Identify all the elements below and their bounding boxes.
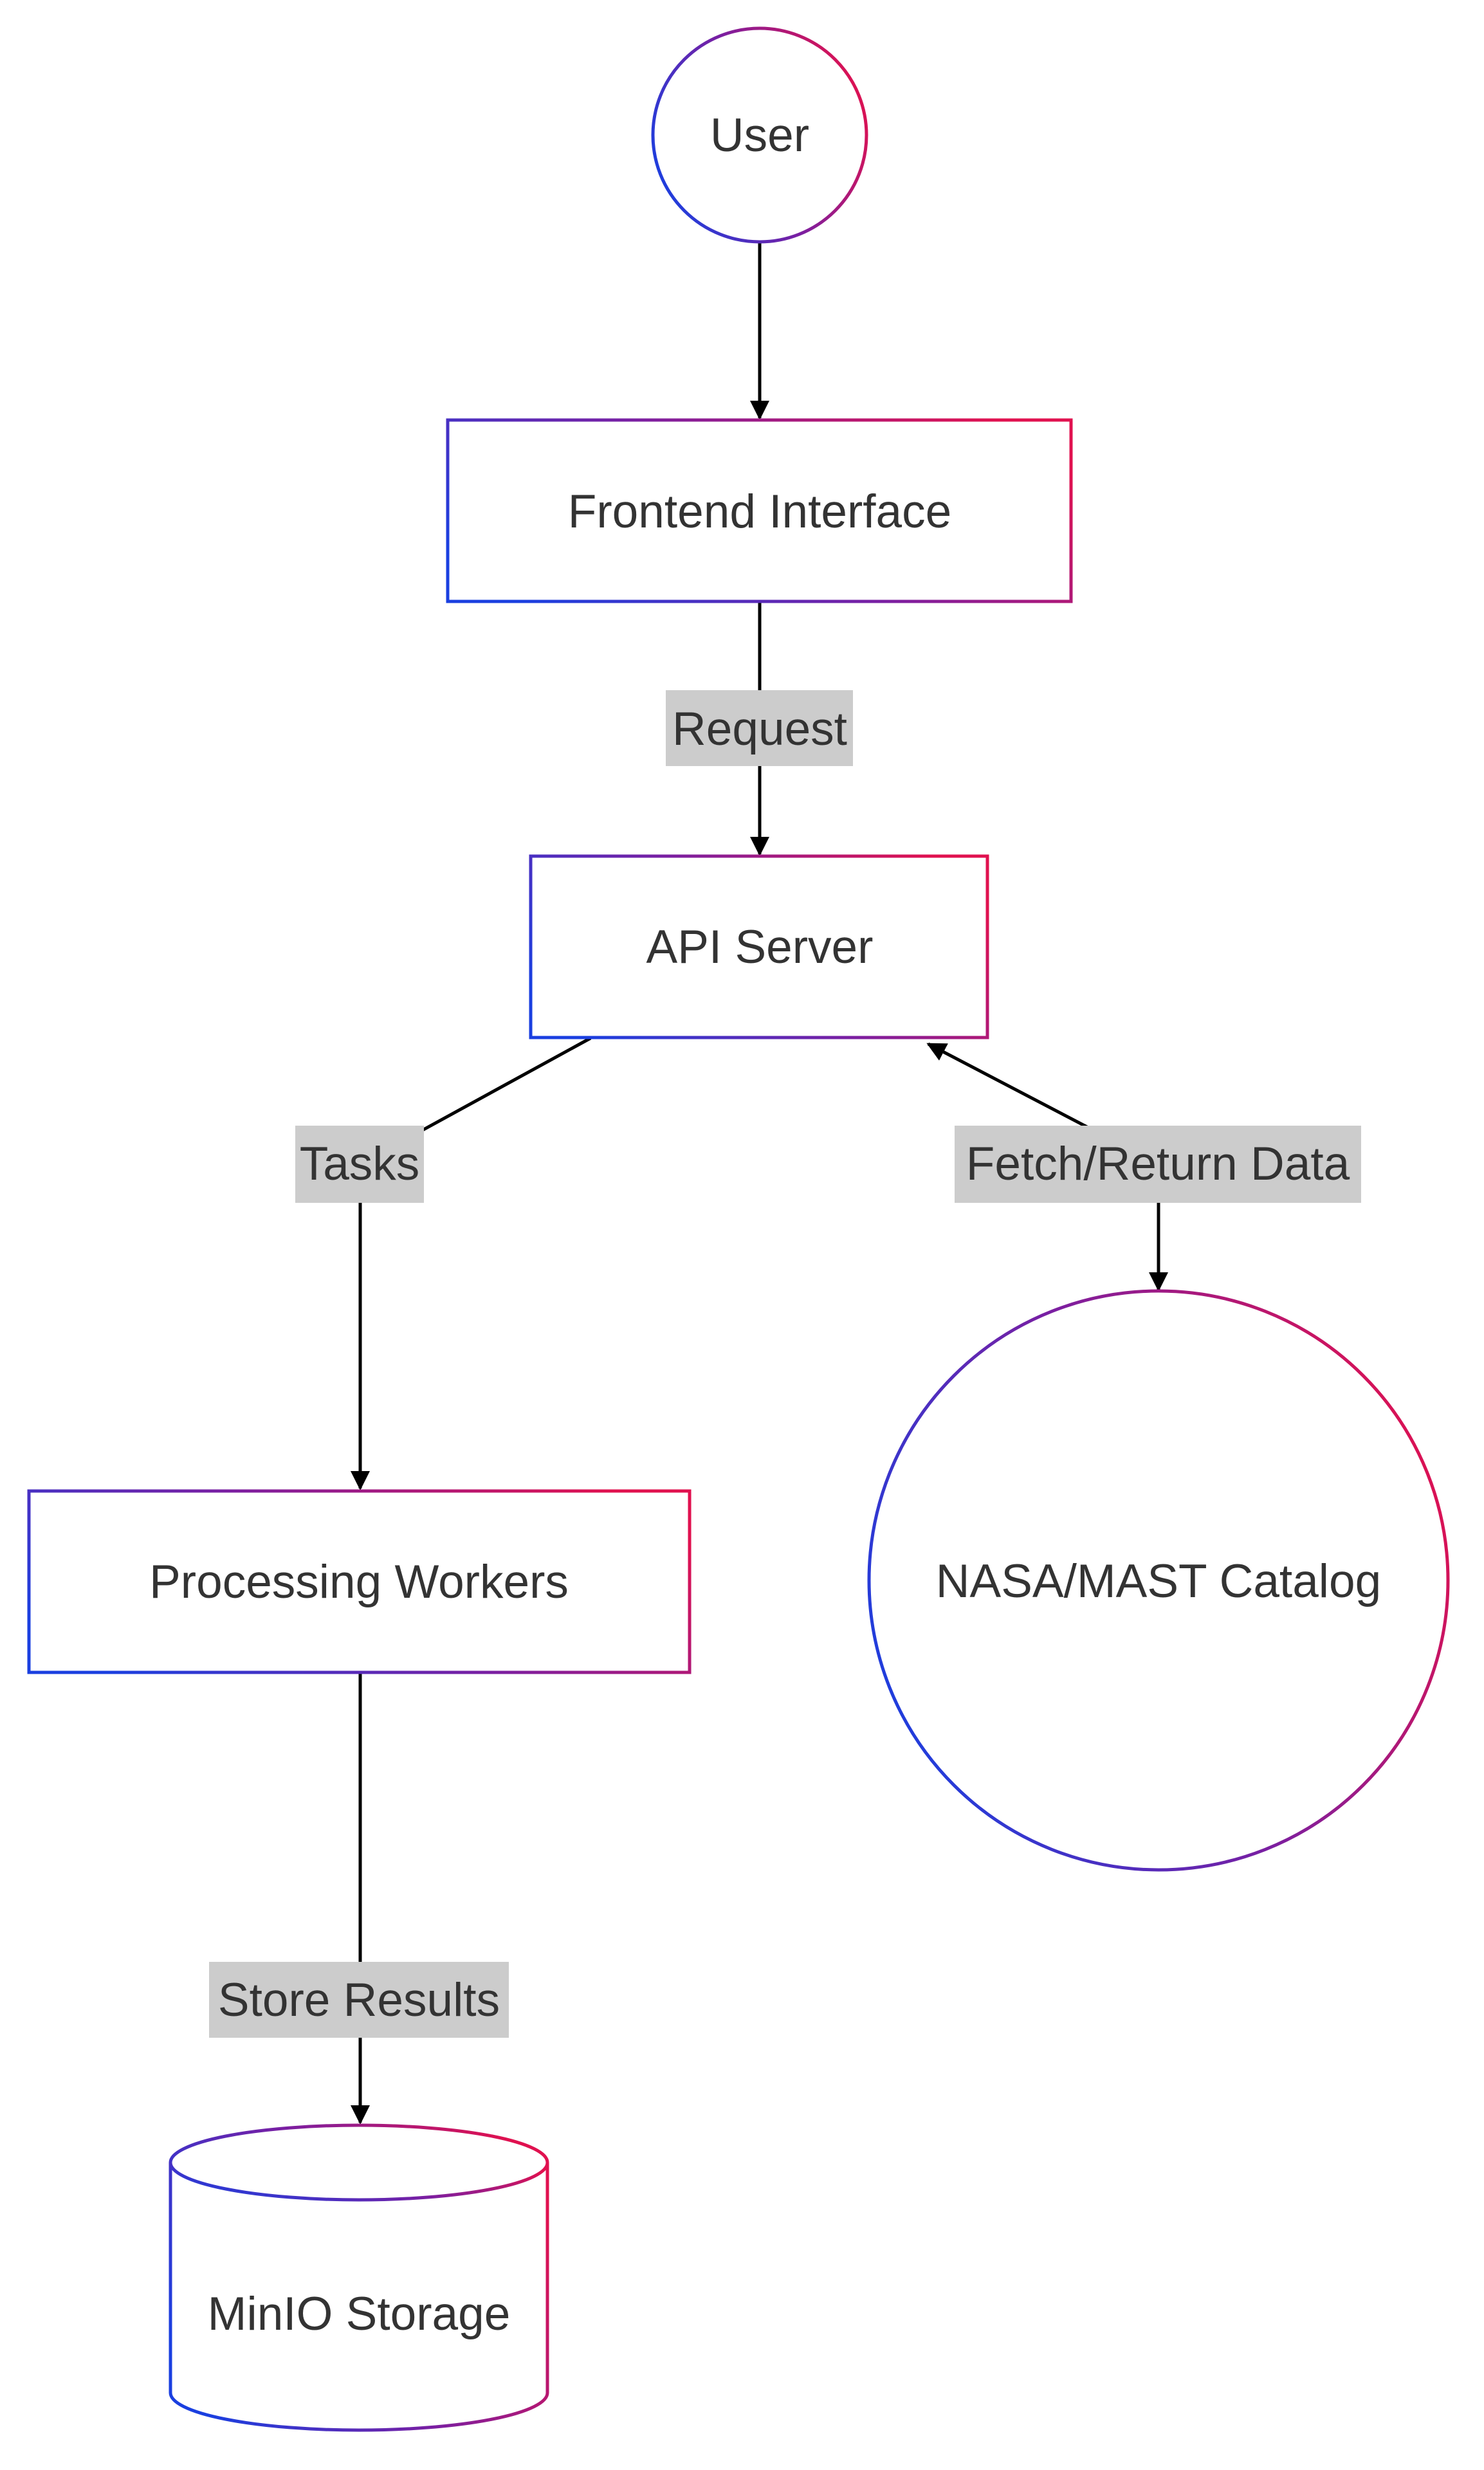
node-processing-workers-label: Processing Workers [149,1556,569,1608]
node-api-server: API Server [529,854,989,1039]
node-frontend-interface-shape [446,418,1073,603]
node-api-server-label: API Server [646,921,874,973]
edge-label-background [955,1126,1361,1203]
edge-label-request-text: Request [672,703,847,755]
edge-label-tasks: Tasks [295,1126,424,1203]
node-user-label: User [710,109,809,161]
edge-label-fetch-return-data-text: Fetch/Return Data [966,1138,1350,1190]
node-minio-storage-rim [169,2162,549,2202]
edge-label-store-results: Store Results [209,1962,509,2038]
node-nasa-mast-catalog-label: NASA/MAST Catalog [936,1555,1381,1607]
edge-label-background [209,1962,509,2038]
node-nasa-mast-catalog: NASA/MAST Catalog [867,1289,1450,1872]
node-frontend-interface-label: Frontend Interface [568,486,952,538]
node-processing-workers-shape [27,1489,692,1674]
node-user-shape [651,26,868,244]
edge-api-to-workers [351,1036,592,1490]
edge-label-store-results-text: Store Results [218,1974,500,2026]
node-processing-workers: Processing Workers [27,1489,692,1674]
edge-label-tasks-text: Tasks [300,1138,420,1190]
node-minio-storage-label: MinIO Storage [208,2288,511,2340]
node-api-server-shape [529,854,989,1039]
node-minio-storage: MinIO Storage [169,2123,549,2432]
node-frontend-interface: Frontend Interface [446,418,1073,603]
edge-label-fetch-return-data: Fetch/Return Data [955,1126,1361,1203]
node-nasa-mast-catalog-shape [867,1289,1450,1872]
edge-label-background [666,690,853,766]
edge-label-background [295,1126,424,1203]
edge-label-request: Request [666,690,853,766]
node-minio-storage-shape [169,2123,549,2432]
node-user: User [651,26,868,244]
